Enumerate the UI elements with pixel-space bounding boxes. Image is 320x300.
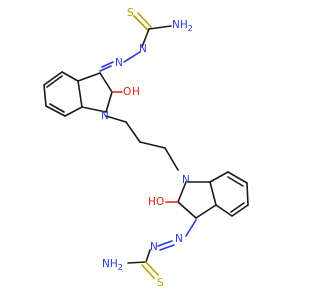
atom-s-upper: S <box>127 7 134 19</box>
atom-o-lower: O <box>156 196 164 208</box>
atom-h-upper: H <box>132 86 140 98</box>
atom-nh2-upper: NH2 <box>172 19 193 33</box>
atom-n-upper-ring: N <box>101 110 109 122</box>
atom-n-lower-2: N <box>150 241 158 253</box>
atom-nh2-lower: NH2 <box>102 258 123 272</box>
bonds <box>43 12 249 279</box>
atom-labels: S NH2 N N O H N N H O N N NH2 S <box>101 7 193 289</box>
atom-n-upper-1: N <box>139 43 147 55</box>
atom-s-lower: S <box>157 277 164 289</box>
atom-n-lower-ring: N <box>182 174 190 186</box>
atom-h-lower: H <box>148 196 156 208</box>
atom-n-lower-1: N <box>175 233 183 245</box>
atom-o-upper: O <box>123 86 131 98</box>
molecule-diagram: S NH2 N N O H N N H O N N NH2 S <box>43 7 249 289</box>
atom-n-upper-2: N <box>115 57 123 69</box>
